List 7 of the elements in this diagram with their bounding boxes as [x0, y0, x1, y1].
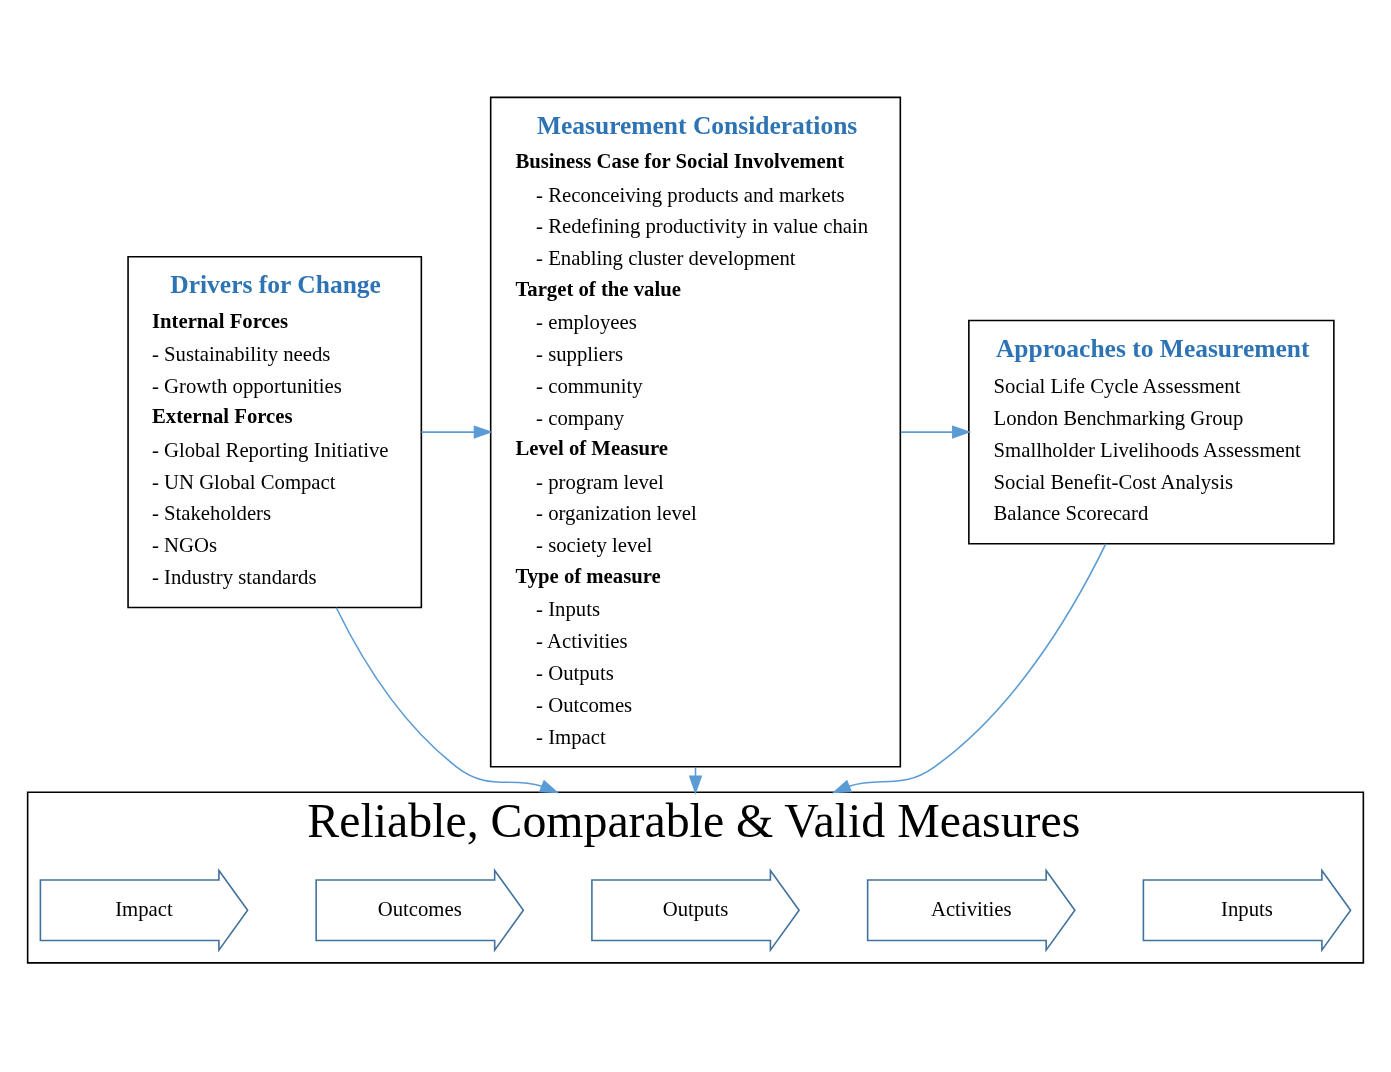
node-box: Drivers for Change Internal Forces - Sustainability needs - Growth opportunities External Forces - Global Reporting Initiative - UN Global Compact - Stakeholders - NGOs - Industry standards — [127, 255, 423, 608]
arrow — [831, 542, 1107, 793]
node-box: Measurement Considerations Business Case for Social Involvement - Reconceiving products and markets - Redefining productivity in value chain - Enabling cluster development Target of the value - employees - suppliers - community - company Level of Measure - program level - organization level - society level Type of measure - Inputs - Activities - Outputs - Outcomes - Impact — [489, 96, 902, 768]
node-box: Approaches to Measurement Social Life Cycle Assessment London Benchmarking Group Smallholder Livelihoods Assessment Social Benefit-Cost Analysis Balance Scorecard — [968, 319, 1335, 544]
arrow — [335, 606, 560, 793]
arrow — [420, 424, 493, 439]
arrow — [899, 424, 972, 439]
